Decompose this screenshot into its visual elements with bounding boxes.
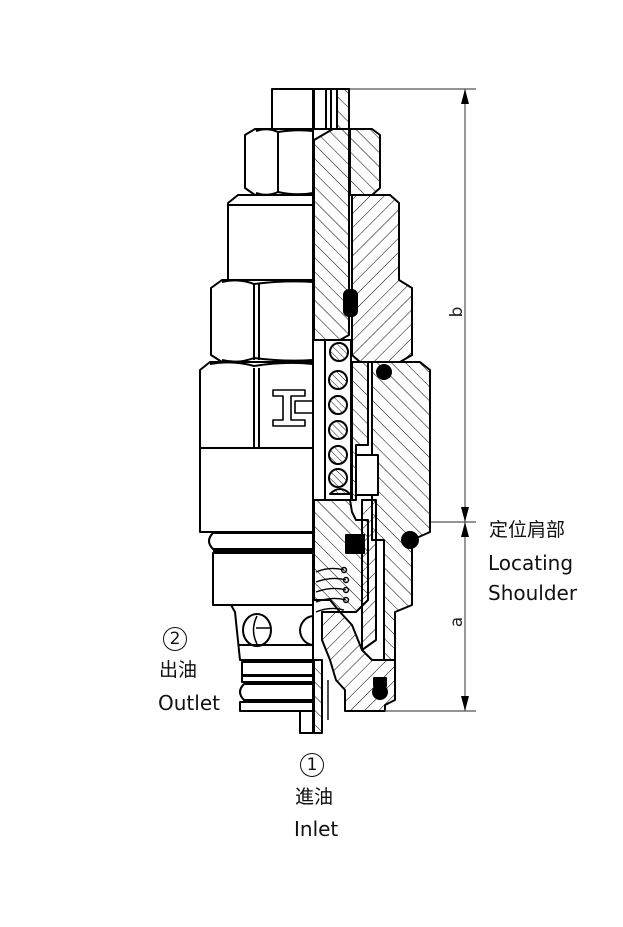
- outlet-port-number: 2: [163, 627, 187, 651]
- dim-b-arrow-top: [461, 89, 469, 104]
- dim-b-arrow-bottom: [461, 507, 469, 522]
- main-spring: [324, 339, 352, 501]
- dim-a-arrow-top: [461, 522, 469, 537]
- exterior-view: [199, 88, 315, 734]
- port-2-badge: 2: [163, 627, 187, 651]
- pilot-spring: [315, 566, 350, 613]
- port-1-badge: 1: [300, 753, 324, 777]
- inlet-label-en: Inlet: [294, 817, 339, 841]
- inlet-label-zh: 進油: [295, 786, 334, 808]
- locating-shoulder-label-en-2: Shoulder: [488, 581, 578, 605]
- section-view: [312, 88, 431, 734]
- outlet-label-en: Outlet: [158, 691, 220, 715]
- dim-a-label: a: [447, 617, 467, 627]
- dimension-lines: [350, 88, 476, 712]
- locating-shoulder-label-en-1: Locating: [488, 551, 574, 575]
- dim-a-arrow-bottom: [461, 696, 469, 711]
- outlet-label-zh: 出油: [159, 659, 198, 681]
- dim-b-label: b: [447, 307, 467, 318]
- locating-shoulder-label-zh: 定位肩部: [489, 519, 566, 541]
- inlet-port-number: 1: [300, 753, 324, 777]
